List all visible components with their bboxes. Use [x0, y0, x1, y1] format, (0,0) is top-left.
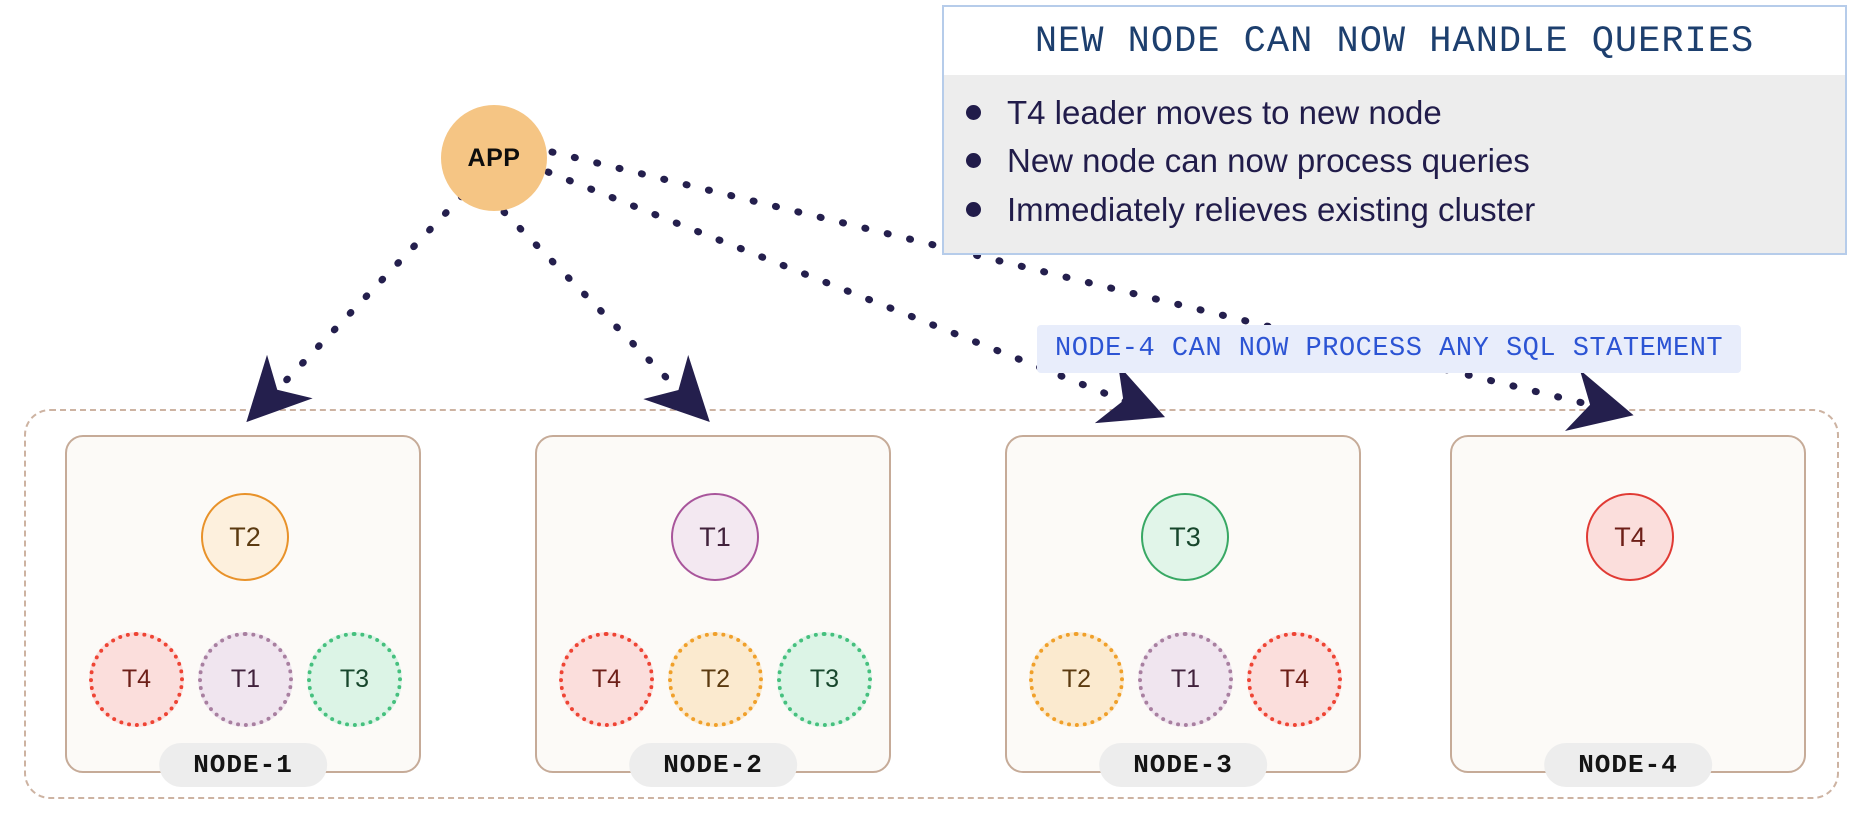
node-label: NODE-1	[159, 743, 327, 787]
app-node[interactable]: APP	[441, 105, 547, 211]
info-item-text: T4 leader moves to new node	[1007, 94, 1442, 131]
leader-tablet[interactable]: T2	[201, 493, 289, 581]
follower-tablet[interactable]: T1	[1138, 632, 1233, 727]
tablet-label: T3	[339, 665, 370, 693]
leader-tablet[interactable]: T3	[1141, 493, 1229, 581]
tablet-label: T2	[700, 665, 731, 693]
info-box-title: NEW NODE CAN NOW HANDLE QUERIES	[944, 7, 1845, 75]
tablet-label: T2	[229, 521, 261, 552]
follower-tablet[interactable]: T3	[307, 632, 402, 727]
leader-tablet[interactable]: T4	[1586, 493, 1674, 581]
follower-tablet[interactable]: T2	[668, 632, 763, 727]
info-box-body: T4 leader moves to new node New node can…	[944, 75, 1845, 253]
node-label: NODE-4	[1544, 743, 1712, 787]
bullet-icon	[966, 153, 981, 169]
tablet-label: T1	[230, 665, 261, 693]
follower-tablet[interactable]: T1	[198, 632, 293, 727]
node-box-1[interactable]: T2 T4 T1 T3 NODE-1	[65, 435, 421, 787]
follower-tablet[interactable]: T2	[1029, 632, 1124, 727]
tablet-label: T4	[1279, 665, 1310, 693]
follower-tablet[interactable]: T4	[89, 632, 184, 727]
bullet-icon	[966, 105, 981, 121]
leader-tablet[interactable]: T1	[671, 493, 759, 581]
node-label: NODE-3	[1099, 743, 1267, 787]
app-label: APP	[467, 143, 521, 172]
arrow-app-to-node-2	[500, 208, 710, 422]
node-box-4[interactable]: T4 NODE-4	[1450, 435, 1806, 787]
node-label: NODE-2	[629, 743, 797, 787]
cluster-boundary	[24, 409, 1839, 799]
arrow-app-to-node-4	[548, 148, 1634, 432]
info-box: NEW NODE CAN NOW HANDLE QUERIES T4 leade…	[942, 5, 1847, 255]
info-item-text: Immediately relieves existing cluster	[1007, 190, 1536, 228]
tablet-label: T4	[1614, 521, 1646, 552]
tablet-label: T1	[699, 521, 731, 552]
info-list-item: Immediately relieves existing cluster	[966, 189, 1845, 230]
follower-tablet[interactable]: T4	[1247, 632, 1342, 727]
tablet-label: T4	[121, 665, 152, 693]
tablet-label: T3	[809, 665, 840, 693]
tablet-label: T4	[591, 665, 622, 693]
tablet-label: T3	[1169, 521, 1201, 552]
node-box-2[interactable]: T1 T4 T2 T3 NODE-2	[535, 435, 891, 787]
annotation-label: NODE-4 CAN NOW PROCESS ANY SQL STATEMENT	[1037, 325, 1742, 373]
info-list-item: New node can now process queries	[966, 140, 1845, 181]
node-box-3[interactable]: T3 T2 T1 T4 NODE-3	[1005, 435, 1361, 787]
info-list-item: T4 leader moves to new node	[966, 92, 1845, 133]
arrow-app-to-node-1	[246, 192, 466, 423]
arrow-app-to-node-3	[544, 168, 1166, 424]
follower-tablet[interactable]: T4	[559, 632, 654, 727]
tablet-label: T2	[1061, 665, 1092, 693]
tablet-label: T1	[1170, 665, 1201, 693]
follower-tablet[interactable]: T3	[777, 632, 872, 727]
bullet-icon	[966, 201, 981, 217]
info-item-text: New node can now process queries	[1007, 142, 1530, 180]
